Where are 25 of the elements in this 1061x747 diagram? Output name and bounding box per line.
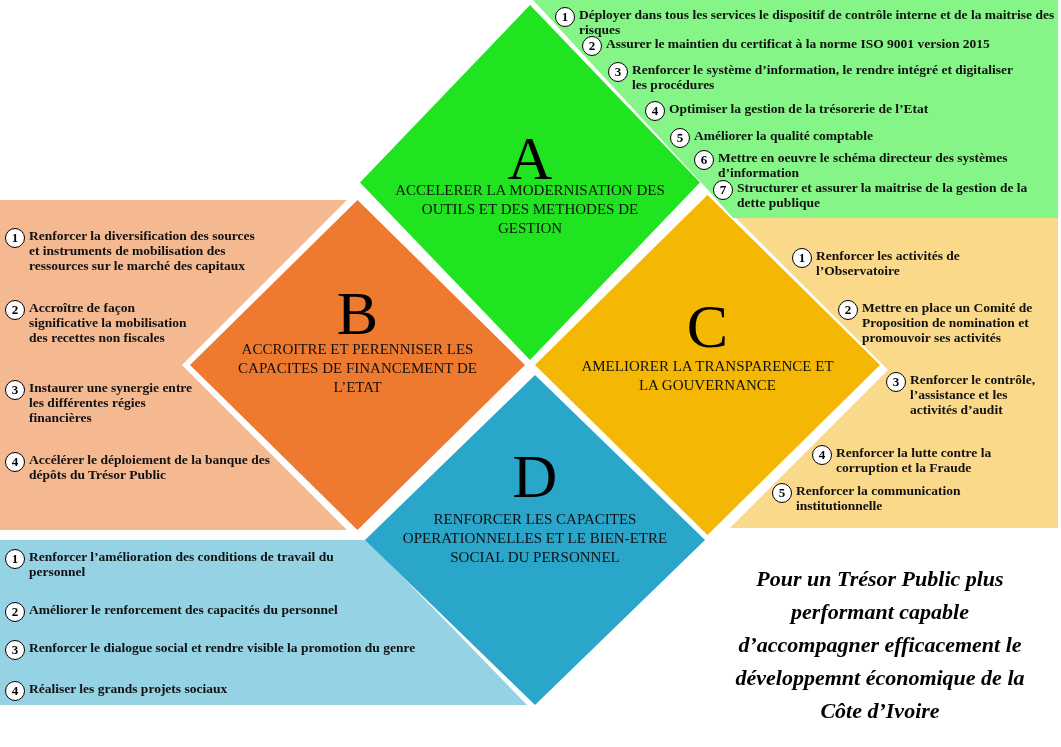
action-text: Renforcer la communication institutionnelle (796, 483, 962, 513)
action-text: Renforcer le dialogue social et rendre visible la promotion du genre (29, 640, 417, 655)
objective-title: AMELIORER LA TRANSPARENCE ET LA GOUVERNANCE (580, 357, 835, 395)
action-text: Réaliser les grands projets sociaux (29, 681, 229, 696)
action-text: Optimiser la gestion de la trésorerie de l’Etat (669, 101, 930, 116)
action-text: Renforcer l’amélioration des conditions de travail du personnel (29, 549, 335, 579)
action-text: Structurer et assurer la maitrise de la gestion de la dette publique (737, 180, 1029, 210)
action-text: Renforcer le contrôle, l’assistance et les activités d’audit (910, 372, 1037, 417)
action-text: Améliorer le renforcement des capacités du personnel (29, 602, 339, 617)
objective-letter: D (511, 445, 559, 507)
action-text: Améliorer la qualité comptable (694, 128, 875, 143)
action-text: Renforcer les activités de l’Observatoire (816, 248, 961, 278)
objective-title: RENFORCER LES CAPACITES OPERATIONNELLES ET LE BIEN-ETRE SOCIAL DU PERSONNEL (401, 510, 669, 567)
action-text: Renforcer la diversification des sources et instruments de mobilisation des ressources sur le marché des capitaux (29, 228, 255, 273)
action-text: Renforcer le système d’information, le rendre intégré et digitaliser les procédures (632, 62, 1014, 92)
action-text: Accroître de façon significative la mobilisation des recettes non fiscales (29, 300, 188, 345)
slogan-text: Pour un Trésor Public plus performant capable d’accompagner efficacement le développemnt économique de la Côte d’Ivoire (735, 565, 1025, 725)
action-text: Assurer le maintien du certificat à la norme ISO 9001 version 2015 (606, 36, 991, 51)
action-text: Déployer dans tous les services le dispositif de contrôle interne et de la maitrise des risques (579, 7, 1055, 37)
action-text: Renforcer la lutte contre la corruption et la Fraude (836, 445, 993, 475)
objective-letter: C (685, 295, 730, 357)
action-text: Instaurer une synergie entre les différentes régies financières (29, 380, 194, 425)
action-text: Mettre en place un Comité de Proposition de nomination et promouvoir ses activités (862, 300, 1034, 345)
action-text: Accélérer le déploiement de la banque des dépôts du Trésor Public (29, 452, 271, 482)
action-text: Mettre en oeuvre le schéma directeur des systèmes d’information (718, 150, 1009, 180)
